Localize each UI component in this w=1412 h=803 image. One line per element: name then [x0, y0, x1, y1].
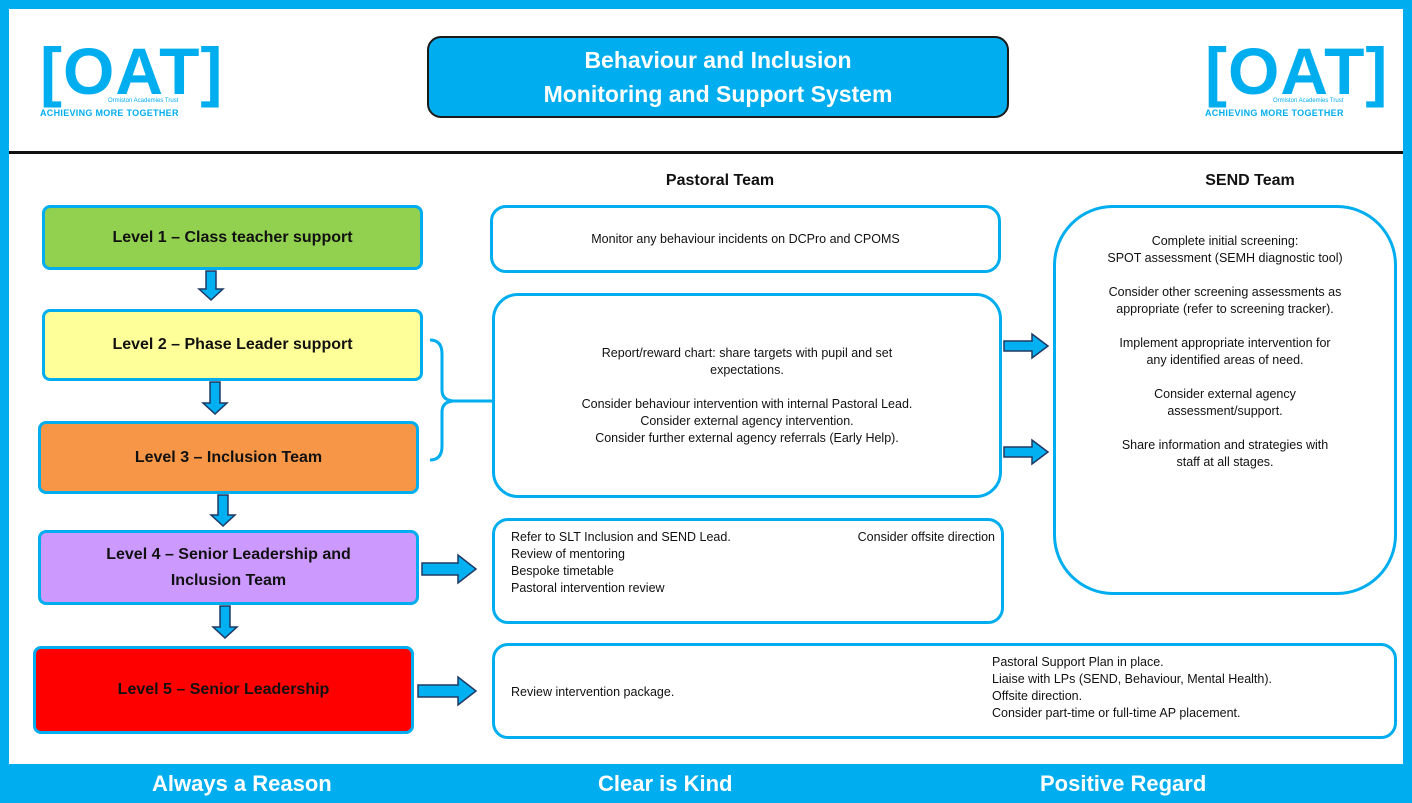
logo-tagline: ACHIEVING MORE TOGETHER	[1205, 108, 1344, 118]
level-4-box: Level 4 – Senior Leadership and Inclusio…	[38, 530, 419, 605]
footer-bar	[0, 764, 1412, 803]
pastoral-box-1: Monitor any behaviour incidents on DCPro…	[490, 205, 1001, 273]
pastoral-box-4-line-1: Pastoral Support Plan in place.	[992, 655, 1164, 669]
pastoral-box-3-line-3: Bespoke timetable	[511, 564, 614, 578]
logo-tagline: ACHIEVING MORE TOGETHER	[40, 108, 179, 118]
oat-logo-right: [OAT] Ormiston Academies Trust ACHIEVING…	[1205, 34, 1395, 122]
send-p4-line-2: assessment/support.	[1167, 404, 1283, 418]
send-p2-line-1: Consider other screening assessments as	[1108, 285, 1342, 299]
send-p5-line-2: staff at all stages.	[1176, 455, 1274, 469]
pastoral-box-4-list: Pastoral Support Plan in place. Liaise w…	[992, 654, 1272, 722]
right-arrow-icon	[417, 675, 478, 707]
footer-always-a-reason: Always a Reason	[152, 771, 332, 796]
down-arrow-icon	[197, 270, 225, 302]
send-p5-line-1: Share information and strategies with	[1121, 438, 1329, 452]
pastoral-box-4: Review intervention package. Pastoral Su…	[492, 643, 1397, 739]
pastoral-box-3-line-4: Pastoral intervention review	[511, 581, 665, 595]
pastoral-box-2-line-1: Report/reward chart: share targets with …	[601, 345, 893, 360]
send-p2-line-2: appropriate (refer to screening tracker)…	[1116, 302, 1334, 316]
send-p1-line-2: SPOT assessment (SEMH diagnostic tool)	[1107, 251, 1343, 265]
level-3-label: Level 3 – Inclusion Team	[134, 448, 323, 466]
send-team-heading: SEND Team	[1205, 172, 1295, 189]
oat-logo-left: [OAT] Ormiston Academies Trust ACHIEVING…	[40, 34, 230, 122]
pastoral-box-3-line-2: Review of mentoring	[511, 547, 625, 561]
pastoral-team-heading: Pastoral Team	[665, 172, 775, 189]
down-arrow-icon	[209, 494, 237, 528]
pastoral-box-3-line-1: Refer to SLT Inclusion and SEND Lead.	[511, 530, 731, 544]
bracket-icon	[429, 338, 492, 462]
level-1-label: Level 1 – Class teacher support	[112, 228, 353, 246]
pastoral-box-4-left: Review intervention package.	[511, 685, 675, 699]
right-arrow-icon	[421, 553, 478, 585]
pastoral-box-2-line-4: Consider external agency intervention.	[640, 413, 854, 428]
title-line-2: Monitoring and Support System	[543, 81, 893, 107]
send-p3-line-2: any identified areas of need.	[1146, 353, 1304, 367]
footer-positive-regard: Positive Regard	[1040, 771, 1207, 796]
frame-top	[0, 0, 1412, 9]
logo-small-text: Ormiston Academies Trust	[108, 98, 179, 104]
send-p1-line-1: Complete initial screening:	[1151, 234, 1299, 248]
right-arrow-icon	[1003, 438, 1050, 466]
pastoral-box-3: Refer to SLT Inclusion and SEND Lead. Co…	[492, 518, 1004, 624]
level-2-label: Level 2 – Phase Leader support	[112, 336, 353, 353]
level-5-box: Level 5 – Senior Leadership	[33, 646, 414, 734]
logo-mark: [OAT]	[1205, 34, 1389, 108]
pastoral-box-2: Report/reward chart: share targets with …	[492, 293, 1002, 498]
down-arrow-icon	[211, 605, 239, 640]
down-arrow-icon	[201, 381, 229, 416]
level-4-label-line-1: Level 4 – Senior Leadership and	[106, 545, 351, 563]
level-2-box: Level 2 – Phase Leader support	[42, 309, 423, 381]
pastoral-box-1-text: Monitor any behaviour incidents on DCPro…	[591, 231, 900, 246]
right-arrow-icon	[1003, 332, 1050, 360]
pastoral-box-4-line-2: Liaise with LPs (SEND, Behaviour, Mental…	[992, 672, 1272, 686]
footer-clear-is-kind: Clear is Kind	[598, 771, 733, 796]
send-p4-line-1: Consider external agency	[1154, 387, 1296, 401]
level-3-box: Level 3 – Inclusion Team	[38, 421, 419, 494]
frame-right	[1403, 0, 1412, 803]
title-line-1: Behaviour and Inclusion	[584, 47, 852, 73]
pastoral-box-3-line-1b: Consider offsite direction	[857, 530, 995, 544]
level-1-box: Level 1 – Class teacher support	[42, 205, 423, 270]
level-4-label-line-2: Inclusion Team	[170, 571, 287, 589]
pastoral-box-2-line-5: Consider further external agency referra…	[595, 430, 899, 445]
send-p3-line-1: Implement appropriate intervention for	[1119, 336, 1331, 350]
logo-small-text: Ormiston Academies Trust	[1273, 98, 1344, 104]
frame-left	[0, 0, 9, 803]
logo-mark: [OAT]	[40, 34, 224, 108]
pastoral-box-4-line-3: Offsite direction.	[992, 689, 1083, 703]
level-5-label: Level 5 – Senior Leadership	[117, 681, 330, 698]
send-team-box: Complete initial screening: SPOT assessm…	[1053, 205, 1397, 595]
pastoral-box-2-line-3: Consider behaviour intervention with int…	[581, 396, 913, 411]
pastoral-box-4-line-4: Consider part-time or full-time AP place…	[992, 706, 1241, 720]
pastoral-box-2-line-2: expectations.	[710, 362, 784, 377]
title-box: Behaviour and Inclusion Monitoring and S…	[427, 36, 1009, 118]
header-divider	[9, 151, 1403, 154]
